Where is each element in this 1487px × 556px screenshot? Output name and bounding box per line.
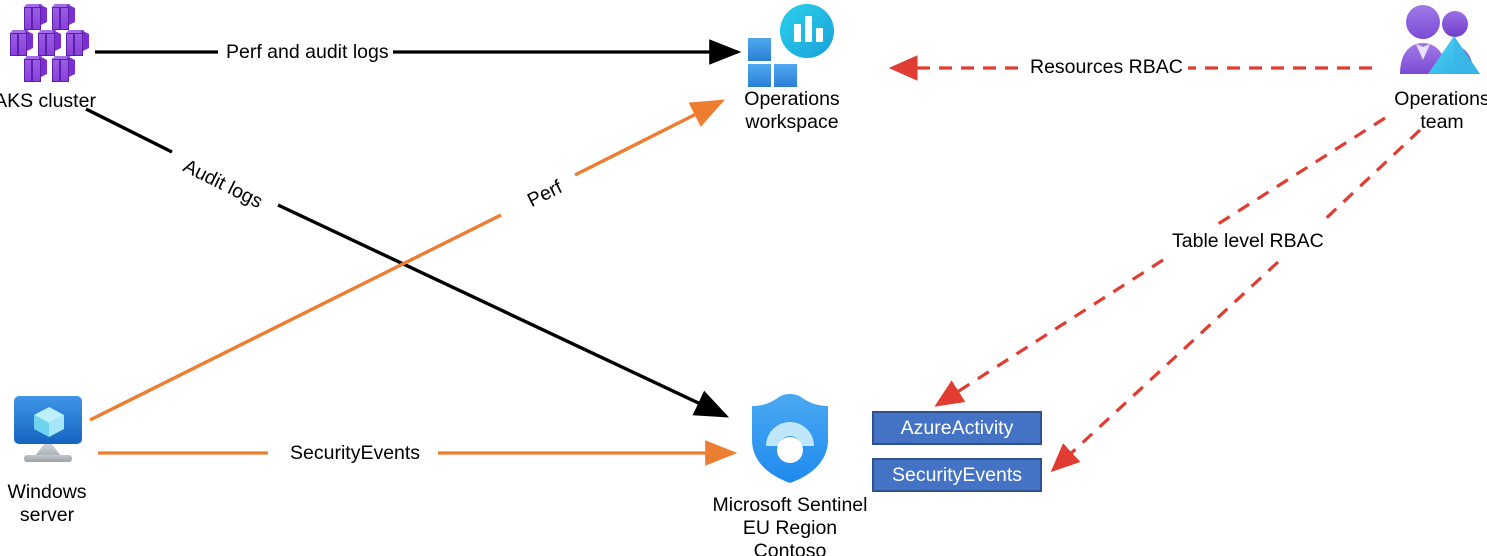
operations-team-icon (1392, 2, 1484, 84)
log-analytics-workspace-icon (748, 4, 836, 87)
aks-cluster-icon (8, 4, 90, 82)
edge-audit-logs (85, 107, 730, 418)
windows-server-icon (8, 396, 88, 472)
aks-cluster-label: AKS cluster (0, 90, 96, 112)
edge-label-table-level-rbac: Table level RBAC (1168, 230, 1328, 252)
edge-label-audit-logs: Audit logs (179, 155, 267, 213)
edge-label-security-events: SecurityEvents (286, 442, 425, 464)
edge-label-resources-rbac: Resources RBAC (1026, 56, 1187, 78)
windows-server-label: Windows server (7, 481, 87, 526)
edge-table-level-rbac-azureactivity (934, 116, 1386, 407)
edge-table-level-rbac-securityevents (1050, 128, 1422, 473)
edge-label-perf: Perf (523, 176, 566, 212)
edge-label-perf-and-audit-logs: Perf and audit logs (222, 41, 393, 63)
operations-team-label: Operations team (1394, 88, 1487, 133)
edge-perf (89, 99, 726, 422)
microsoft-sentinel-label: Microsoft Sentinel EU Region Contoso (712, 494, 868, 556)
operations-workspace-label: Operations workspace (744, 88, 840, 133)
table-box-azureactivity[interactable]: AzureActivity (872, 411, 1042, 445)
table-box-securityevents[interactable]: SecurityEvents (872, 458, 1042, 492)
microsoft-sentinel-shield-icon (742, 390, 838, 486)
